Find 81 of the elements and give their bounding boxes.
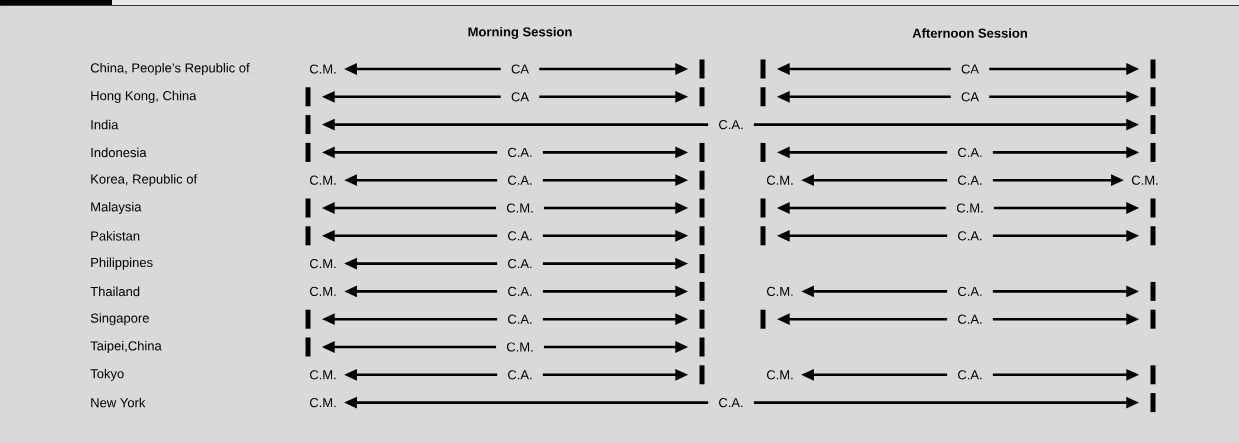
end-bar	[699, 142, 705, 162]
end-bar	[699, 226, 705, 246]
session-heading: Morning Session	[468, 26, 572, 40]
arrow-label: C.A.	[508, 286, 532, 296]
end-bar	[305, 142, 311, 162]
end-bar	[1150, 309, 1156, 329]
country-label: Tokyo	[90, 368, 124, 381]
arrow-label: C.A.	[508, 370, 532, 380]
end-bar	[760, 226, 766, 246]
end-bar	[305, 226, 311, 246]
endpoint-label: C.M.	[309, 175, 336, 185]
end-bar	[305, 337, 311, 357]
end-bar	[760, 59, 766, 79]
arrow-label: C.A.	[508, 314, 532, 324]
end-bar	[305, 198, 311, 218]
session-heading: Afternoon Session	[912, 28, 1027, 38]
arrow-label: C.A.	[508, 147, 532, 157]
endpoint-label: C.M.	[766, 175, 793, 185]
country-label: Pakistan	[91, 231, 140, 241]
end-bar	[1150, 281, 1156, 301]
endpoint-label: C.M.	[309, 398, 336, 408]
arrow-label: C.A.	[958, 175, 982, 185]
country-label: Thailand	[90, 286, 140, 297]
country-label: Malaysia	[91, 201, 142, 215]
end-bar	[760, 142, 766, 162]
end-bar	[760, 87, 766, 107]
arrow-label: CA	[511, 64, 529, 74]
endpoint-label: C.M.	[309, 259, 336, 269]
country-label: Korea, Republic of	[91, 174, 198, 187]
end-bar	[1150, 393, 1156, 413]
arrow-label: C.M.	[506, 342, 533, 352]
arrow-label: CA	[511, 92, 529, 102]
end-bar	[760, 198, 766, 218]
country-label: Philippines	[91, 257, 153, 270]
endpoint-label: C.M.	[309, 370, 336, 380]
end-bar	[1150, 226, 1156, 246]
country-label: Indonesia	[91, 147, 147, 158]
arrow-label: C.A.	[719, 398, 743, 408]
country-label: Taipei,China	[90, 340, 162, 354]
end-bar	[699, 87, 705, 107]
country-label: China, People’s Republic of	[90, 62, 250, 76]
country-label: New York	[91, 397, 146, 408]
end-bar	[305, 87, 311, 107]
arrow-label: C.A.	[958, 286, 982, 296]
end-bar	[699, 309, 705, 329]
endpoint-label: C.M.	[766, 286, 793, 296]
arrow-label: C.A.	[508, 175, 532, 185]
endpoint-label: C.M.	[1131, 175, 1158, 185]
country-label: India	[91, 119, 119, 130]
country-label: Singapore	[90, 313, 149, 326]
end-bar	[1150, 365, 1156, 385]
end-bar	[305, 309, 311, 329]
end-bar	[699, 281, 705, 301]
arrow-label: C.A.	[508, 231, 532, 241]
arrow-label: CA	[961, 92, 979, 102]
arrow-label: CA	[961, 64, 979, 74]
arrow-label: C.A.	[508, 259, 532, 269]
end-bar	[699, 59, 705, 79]
end-bar	[1150, 59, 1156, 79]
end-bar	[1150, 87, 1156, 107]
endpoint-label: C.M.	[766, 370, 793, 380]
arrow-label: C.A.	[719, 120, 743, 130]
arrow-label: C.M.	[956, 203, 983, 213]
endpoint-label: C.M.	[309, 64, 336, 74]
country-label: Hong Kong, China	[91, 90, 197, 103]
end-bar	[699, 365, 705, 385]
arrow-label: C.A.	[958, 147, 982, 157]
end-bar	[699, 198, 705, 218]
end-bar	[1150, 142, 1156, 162]
end-bar	[1150, 198, 1156, 218]
arrow-label: C.A.	[958, 370, 982, 380]
end-bar	[305, 115, 311, 135]
end-bar	[699, 170, 705, 190]
end-bar	[1150, 115, 1156, 135]
endpoint-label: C.M.	[309, 286, 336, 296]
arrow-label: C.M.	[506, 203, 533, 213]
arrow-label: C.A.	[958, 231, 982, 241]
end-bar	[699, 337, 705, 357]
end-bar	[760, 309, 766, 329]
arrow-label: C.A.	[958, 314, 982, 324]
end-bar	[699, 254, 705, 274]
